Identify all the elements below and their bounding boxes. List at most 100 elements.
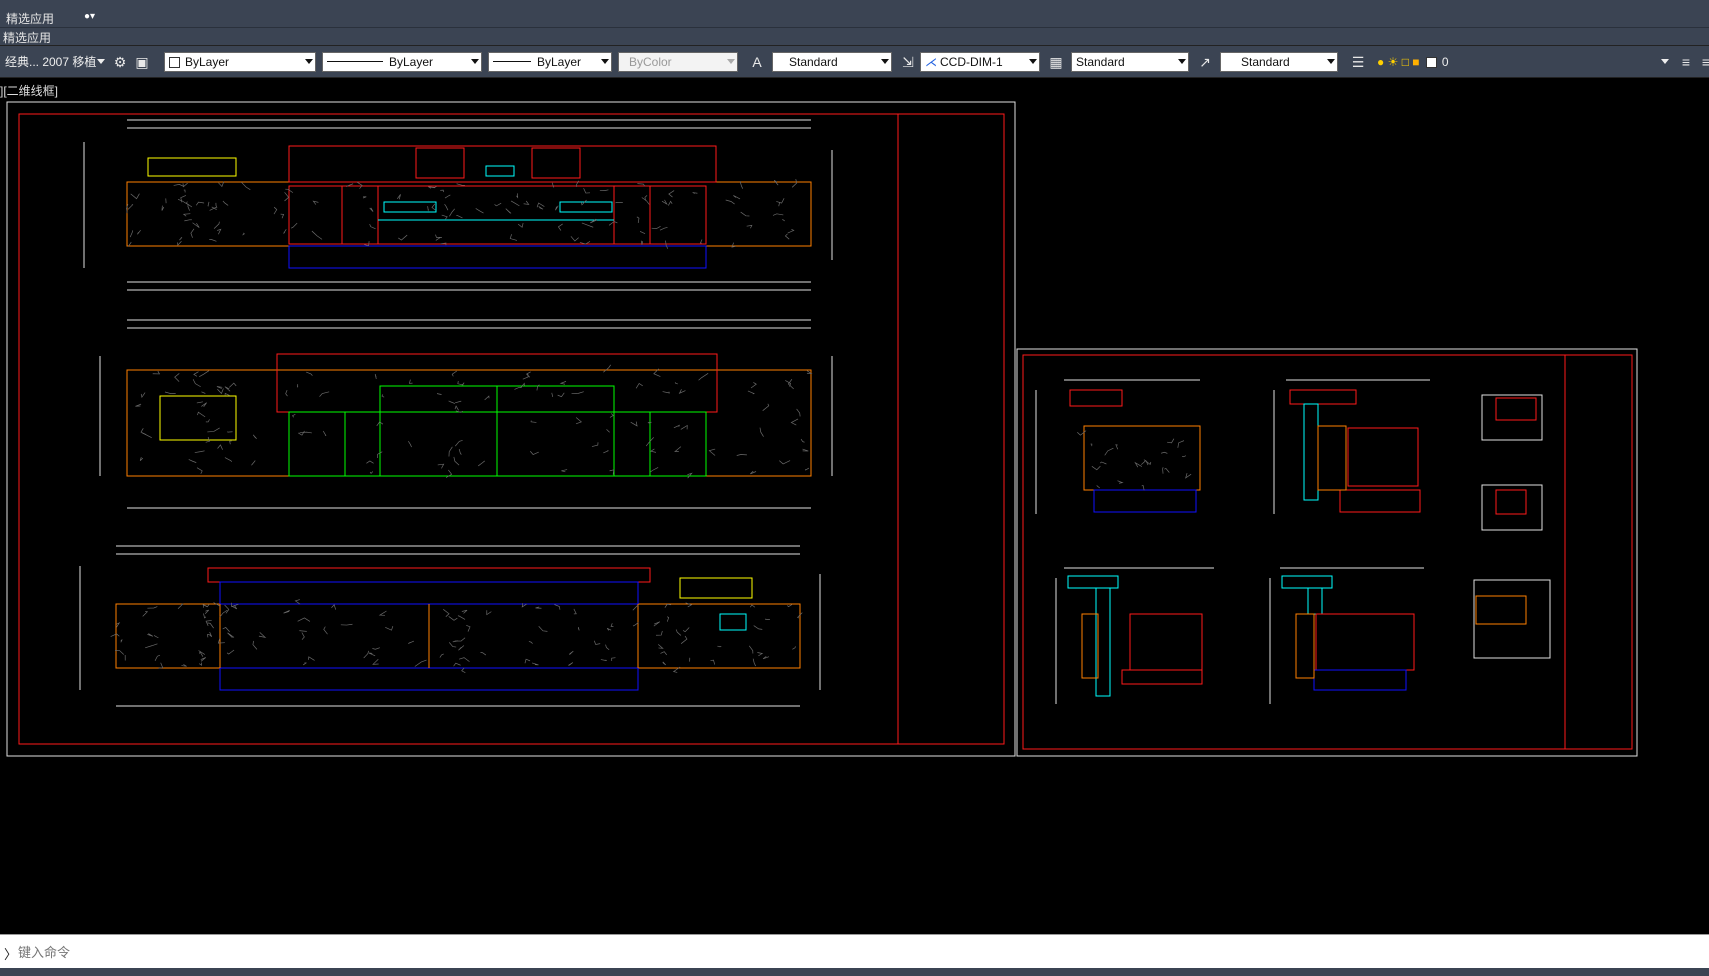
stone-hatch-stroke [222, 200, 229, 206]
stone-hatch-stroke [725, 199, 735, 205]
stone-hatch-stroke [195, 201, 205, 206]
stone-hatch-stroke [750, 382, 757, 389]
stone-hatch-stroke [1181, 455, 1187, 458]
stone-hatch-stroke [1104, 447, 1114, 456]
stone-hatch-stroke [188, 459, 197, 463]
stone-hatch-stroke [398, 234, 408, 241]
stone-hatch-stroke [641, 197, 650, 205]
stone-hatch-stroke [297, 617, 311, 622]
stone-hatch-stroke [524, 658, 531, 664]
stone-hatch-stroke [510, 200, 520, 207]
stone-hatch-stroke [609, 413, 614, 418]
display-top [485, 165, 515, 177]
stone-hatch-stroke [1162, 467, 1164, 474]
layer-state-icon[interactable]: ≡ [1681, 54, 1691, 70]
section-detail-2 [1273, 379, 1430, 514]
stone-hatch-stroke [710, 659, 716, 665]
stone-hatch-stroke [231, 605, 238, 610]
stone-hatch-stroke [448, 400, 456, 404]
chevron-down-icon [1029, 59, 1037, 64]
stone-hatch-stroke [224, 457, 233, 462]
stone-hatch-stroke [183, 189, 186, 193]
stone-hatch-stroke [649, 448, 657, 453]
stone-hatch-stroke [1090, 443, 1093, 447]
stone-hatch-stroke [662, 661, 666, 666]
lineweight-preview-icon [493, 61, 531, 62]
dim-style-select[interactable]: ⋌CCD-DIM-1 [920, 52, 1040, 72]
stone-hatch-stroke [555, 205, 559, 211]
command-input[interactable] [18, 941, 918, 963]
workspace-settings-icon[interactable]: ▣ [135, 54, 149, 70]
stone-hatch-stroke [218, 181, 225, 188]
stone-hatch-stroke [640, 240, 643, 245]
table-style-icon[interactable]: ▦ [1049, 54, 1063, 70]
stone-hatch-stroke [796, 408, 801, 417]
table-style-select[interactable]: Standard [1071, 52, 1189, 72]
chevron-down-icon [471, 59, 479, 64]
stone-hatch-stroke [1141, 459, 1149, 466]
stone-hatch-stroke [147, 633, 154, 637]
stone-hatch-stroke [668, 190, 675, 198]
color-select[interactable]: ByLayer [164, 52, 316, 72]
stone-hatch-stroke [173, 184, 184, 187]
stone-hatch-stroke [177, 603, 184, 610]
lineweight-select[interactable]: ByLayer [488, 52, 612, 72]
layer-select[interactable]: ● ☀ □ ■ 0 [1372, 52, 1672, 72]
sheet-border-right [1016, 348, 1638, 757]
mleader-style-select[interactable]: Standard [1220, 52, 1338, 72]
stone-hatch-stroke [213, 602, 220, 607]
stone-hatch-stroke [299, 431, 312, 434]
stone-hatch-stroke [609, 469, 615, 475]
stone-hatch-stroke [746, 224, 753, 229]
stone-hatch-stroke [486, 610, 492, 616]
sheet-frame-left [18, 113, 1005, 745]
tab-featured-apps[interactable]: 精选应用 [6, 12, 55, 26]
stone-hatch-stroke [154, 654, 161, 662]
stone-hatch-stroke [687, 472, 693, 479]
linetype-select[interactable]: ByLayer [322, 52, 482, 72]
stone-hatch-stroke [445, 469, 453, 478]
panel-featured-apps-label: 精选应用 [3, 31, 52, 45]
layer-previous-icon[interactable]: ≡ [1701, 54, 1709, 70]
stone-hatch-stroke [605, 644, 610, 651]
stone-hatch-stroke [575, 417, 582, 425]
stone-hatch-stroke [554, 604, 561, 610]
viewport-controls-label[interactable]: ][二维线框] [0, 84, 59, 98]
stone-hatch-stroke [753, 625, 763, 630]
model-space-canvas[interactable] [0, 80, 1709, 930]
layer-on-icon: ● [1377, 55, 1385, 69]
camera-icon[interactable]: ●▾ [84, 11, 96, 22]
stone-hatch-stroke [209, 239, 217, 242]
stone-hatch-stroke [322, 430, 327, 437]
stone-hatch-stroke [571, 391, 584, 395]
text-style-select[interactable]: Standard [772, 52, 892, 72]
stone-hatch-stroke [658, 644, 664, 649]
dim-style-icon[interactable]: ⇲ [902, 54, 914, 70]
stone-hatch-stroke [202, 603, 208, 608]
plotstyle-value: ByColor [629, 55, 672, 69]
text-style-icon[interactable]: A [752, 54, 762, 70]
layer-properties-icon[interactable]: ☰ [1351, 54, 1365, 70]
stone-hatch-stroke [526, 371, 531, 378]
stone-hatch-stroke [258, 632, 267, 638]
stone-hatch-stroke [535, 606, 542, 609]
stone-hatch-stroke [137, 229, 141, 235]
stone-hatch-stroke [644, 195, 648, 201]
stone-hatch-stroke [802, 448, 809, 452]
workspace-select[interactable]: 经典... 2007 移植 [0, 52, 108, 72]
gear-icon[interactable]: ⚙ [113, 54, 127, 70]
stone-hatch-stroke [452, 640, 458, 643]
stone-hatch-stroke [791, 179, 798, 188]
stone-hatch-stroke [207, 427, 220, 433]
menu-bar[interactable] [0, 0, 1709, 8]
stone-hatch-stroke [664, 603, 672, 608]
stone-hatch-stroke [606, 429, 610, 433]
stone-hatch-stroke [661, 199, 668, 206]
stone-hatch-stroke [461, 667, 466, 674]
counter-outline [115, 603, 801, 669]
stone-hatch-stroke [1143, 459, 1152, 465]
stone-hatch-stroke [579, 241, 591, 245]
stone-hatch-stroke [806, 370, 813, 375]
mleader-style-icon[interactable]: ↗ [1199, 54, 1211, 70]
stone-hatch-stroke [570, 236, 579, 242]
